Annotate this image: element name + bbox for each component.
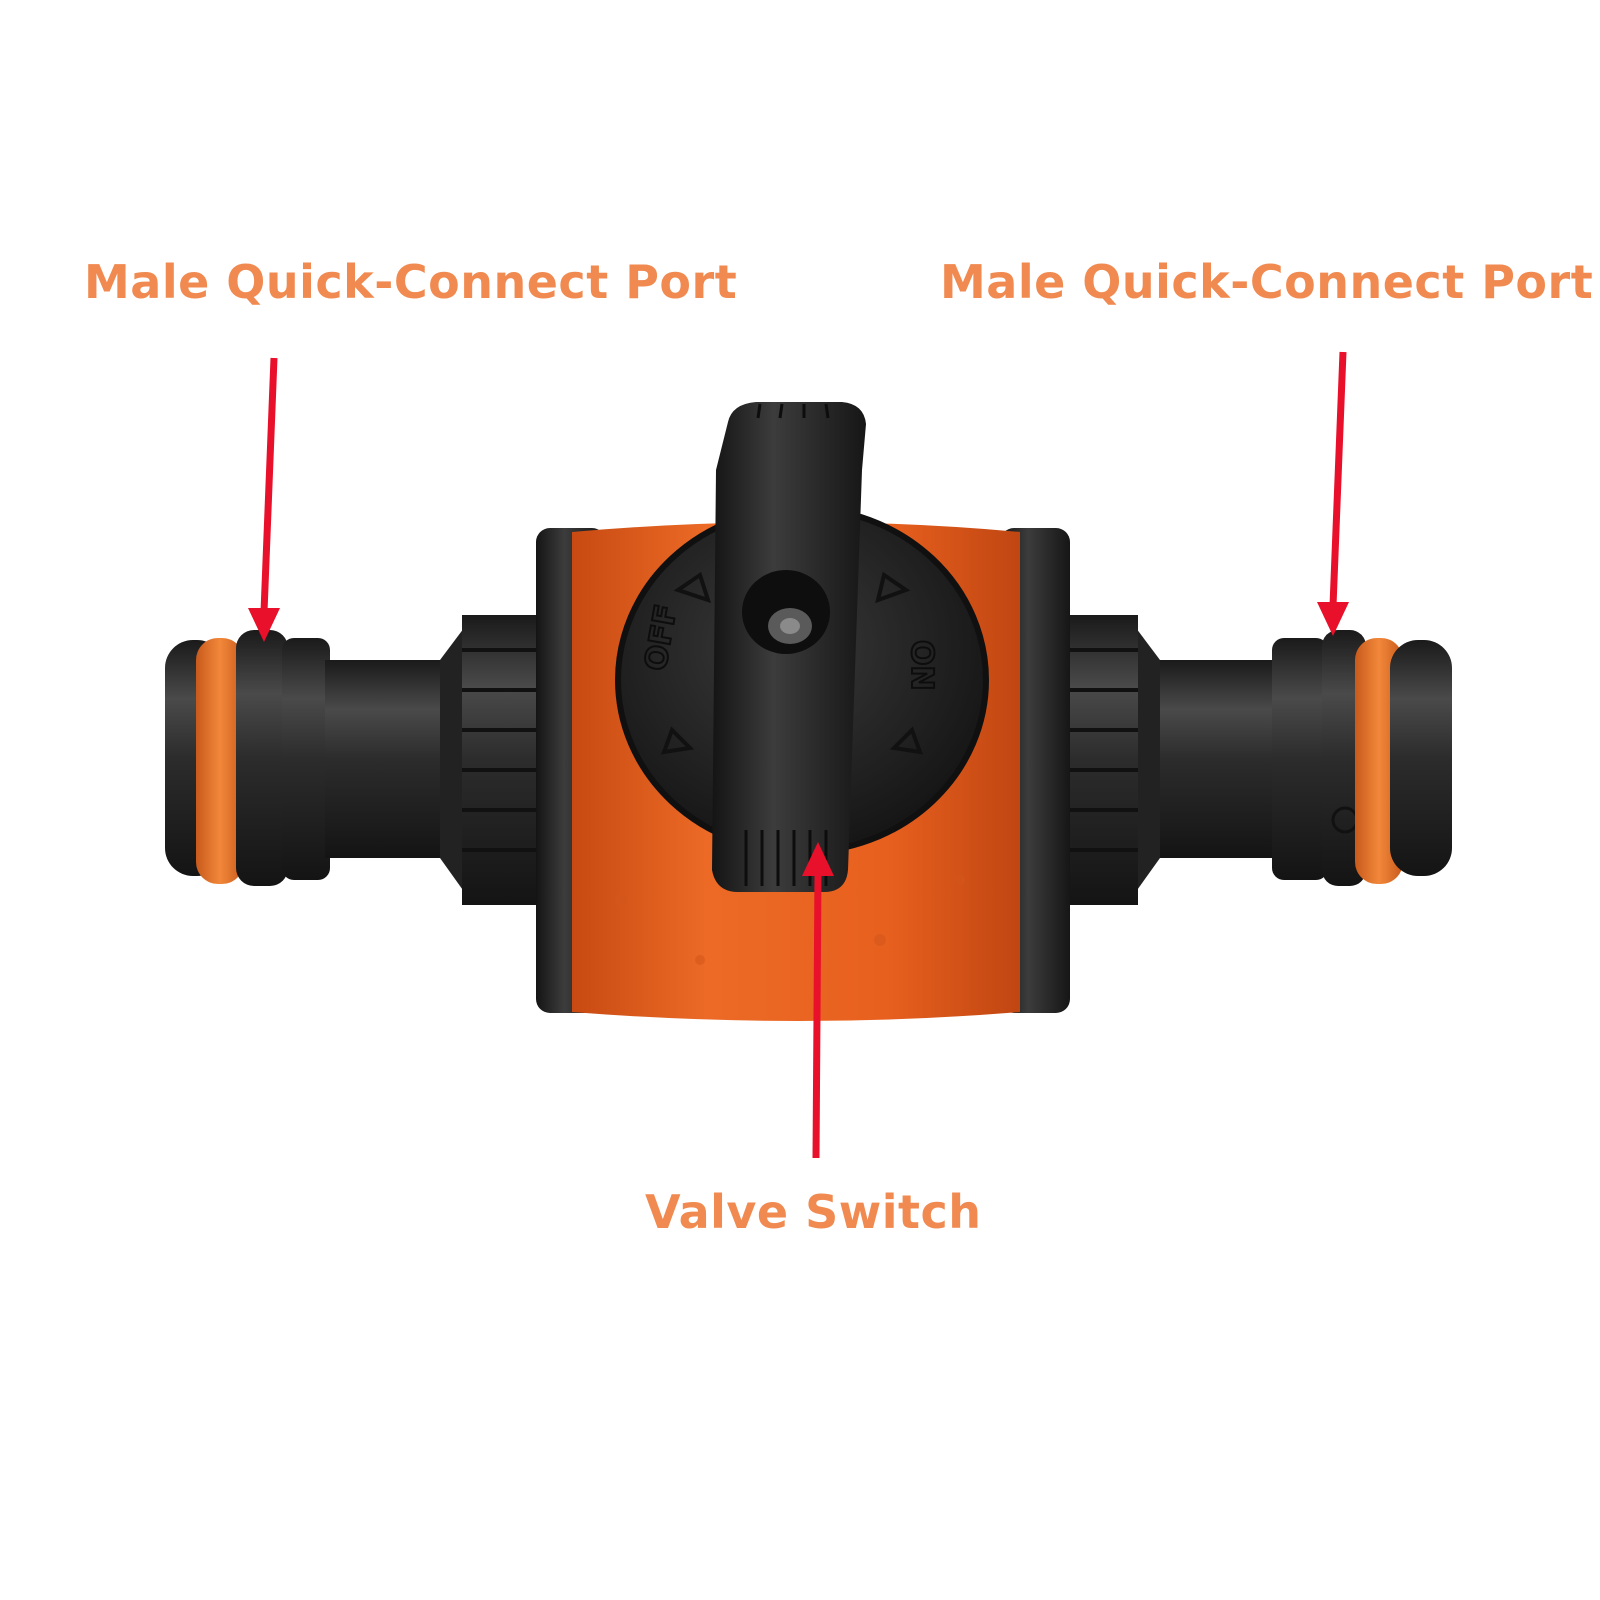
valve-switch-arrowhead bbox=[802, 842, 834, 876]
right-port-arrow bbox=[1329, 351, 1347, 607]
left-ribbed-nut bbox=[462, 615, 540, 905]
left-port-callout-label: Male Quick-Connect Port bbox=[84, 255, 738, 309]
left-port-arrow bbox=[260, 357, 278, 613]
callout-arrows bbox=[248, 351, 1349, 1159]
left-port-arrowhead bbox=[248, 608, 280, 642]
left-o-ring bbox=[196, 638, 244, 884]
right-port-arrowhead bbox=[1317, 602, 1349, 636]
right-male-port bbox=[1130, 620, 1452, 900]
valve-handle bbox=[712, 402, 866, 892]
right-port-callout-label: Male Quick-Connect Port bbox=[940, 255, 1594, 309]
valve-switch-arrow bbox=[812, 871, 822, 1159]
valve-switch-callout-label: Valve Switch bbox=[645, 1185, 982, 1239]
on-label: ON bbox=[904, 640, 939, 691]
left-male-port bbox=[165, 620, 470, 900]
